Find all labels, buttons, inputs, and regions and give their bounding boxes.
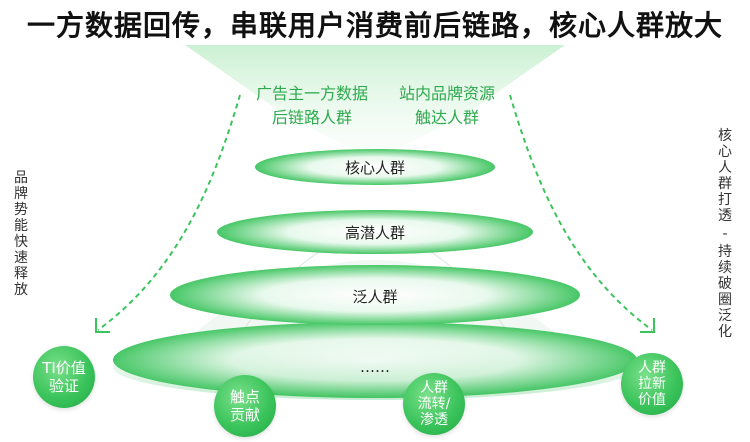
page-title: 一方数据回传，串联用户消费前后链路，核心人群放大 bbox=[26, 9, 723, 42]
left-dashed-arrow bbox=[97, 94, 241, 331]
bubble-ti-value: TI价值 验证 bbox=[33, 346, 95, 408]
layer-label-core: 核心人群 bbox=[344, 159, 405, 177]
top-right-label: 站内品牌资源 触达人群 bbox=[398, 84, 495, 127]
light-beam bbox=[185, 45, 565, 150]
right-side-text-2: 持续破圈泛化 bbox=[718, 244, 732, 340]
bubble-touchpoint: 触点 贡献 bbox=[214, 375, 276, 437]
layer-disc-2 bbox=[217, 210, 533, 254]
layer-label-more: …… bbox=[360, 358, 390, 376]
top-left-label: 广告主一方数据 后链路人群 bbox=[255, 84, 368, 127]
layer-label-broad: 泛人群 bbox=[352, 288, 398, 306]
layer-disc-1 bbox=[255, 149, 495, 185]
right-side-separator: - bbox=[722, 226, 728, 242]
layer-label-potential: 高潜人群 bbox=[344, 224, 405, 242]
layer-disc-3 bbox=[170, 265, 580, 325]
bubble-crowd-flow: 人群 流转/ 渗透 bbox=[403, 373, 465, 435]
bubble-new-crowd: 人群 拉新 价值 bbox=[621, 353, 683, 415]
right-side-text-1: 核心人群打透 bbox=[718, 128, 732, 224]
left-side-text: 品牌势能快速释放 bbox=[14, 170, 28, 298]
right-dashed-arrow bbox=[509, 94, 653, 331]
